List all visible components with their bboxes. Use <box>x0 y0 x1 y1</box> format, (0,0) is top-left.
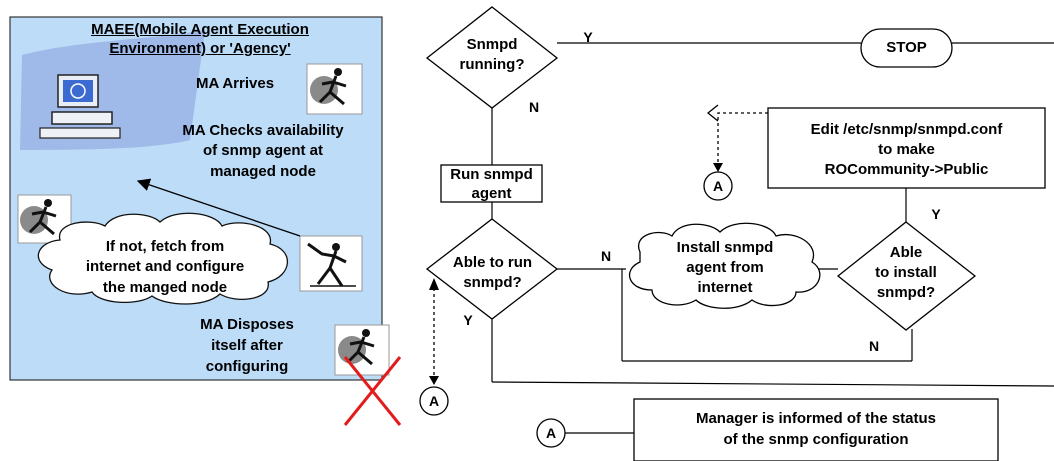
connector-a-bottom <box>419 386 449 416</box>
mobile-agent-icon-left <box>17 194 72 244</box>
disposes-line1: MA Disposes <box>200 316 294 333</box>
able-install-line1: Able <box>889 244 923 261</box>
ma-checks-line1: MA Checks availability <box>182 122 344 139</box>
ma-arrives-label: MA Arrives <box>195 75 275 92</box>
yes-label-able-run: Y <box>463 312 473 328</box>
connector-a-bottom-label: A <box>428 393 440 409</box>
yes-label-able-install: Y <box>931 206 941 222</box>
run-agent-line1: Run snmpd <box>450 166 533 183</box>
edit-line2: to make <box>878 141 935 158</box>
snmpd-running-line1: Snmpd <box>466 36 518 53</box>
able-run-line1: Able to run <box>452 254 533 271</box>
stop-label: STOP <box>886 39 927 56</box>
ma-checks-line2: of snmp agent at <box>202 142 323 159</box>
able-install-line2: to install <box>875 264 937 281</box>
yes-label-top: Y <box>583 29 593 45</box>
disposes-line2: itself after <box>211 337 283 354</box>
snmpd-running-line2: running? <box>459 56 525 73</box>
run-agent-line2: agent <box>471 185 512 202</box>
install-line3: internet <box>697 279 753 296</box>
no-label-able-run: N <box>600 248 612 264</box>
able-install-line3: snmpd? <box>876 284 936 301</box>
install-cloud <box>629 222 821 309</box>
mobile-agent-icon-top <box>306 63 363 115</box>
stop-terminator <box>860 28 953 68</box>
disposes-line3: configuring <box>205 358 289 375</box>
install-line1: Install snmpd <box>676 239 774 256</box>
no-label-able-install: N <box>868 338 880 354</box>
fetch-line2: internet and configure <box>85 258 245 275</box>
fetch-line1: If not, fetch from <box>105 238 225 255</box>
connector-a-manager-label: A <box>545 425 557 441</box>
connector-a-top-label: A <box>712 178 724 194</box>
no-label-running: N <box>528 99 540 115</box>
fetch-line3: the manged node <box>102 279 228 296</box>
fetch-cloud <box>37 212 289 305</box>
decision-able-to-install <box>836 221 977 331</box>
agency-title-line1: MAEE(Mobile Agent Execution <box>91 21 309 38</box>
connector-a-top <box>703 171 733 201</box>
computer-icon <box>20 30 205 150</box>
ma-checks-line3: managed node <box>210 163 316 180</box>
manager-line2: of the snmp configuration <box>723 431 909 448</box>
fencer-icon <box>299 235 363 292</box>
agency-title-line2: Environment) or 'Agency' <box>109 40 291 57</box>
able-run-line2: snmpd? <box>463 274 522 291</box>
process-manager-informed <box>633 398 999 461</box>
mobile-agent-icon-bottom <box>334 324 390 376</box>
process-edit-conf <box>767 107 1046 189</box>
process-run-agent <box>440 164 543 203</box>
decision-snmpd-running <box>425 6 559 109</box>
edit-line3: ROCommunity->Public <box>824 161 989 178</box>
install-line2: agent from <box>686 259 764 276</box>
edit-line1: Edit /etc/snmp/snmpd.conf <box>810 121 1003 138</box>
manager-line1: Manager is informed of the status <box>695 410 937 427</box>
decision-able-to-run <box>425 218 559 320</box>
